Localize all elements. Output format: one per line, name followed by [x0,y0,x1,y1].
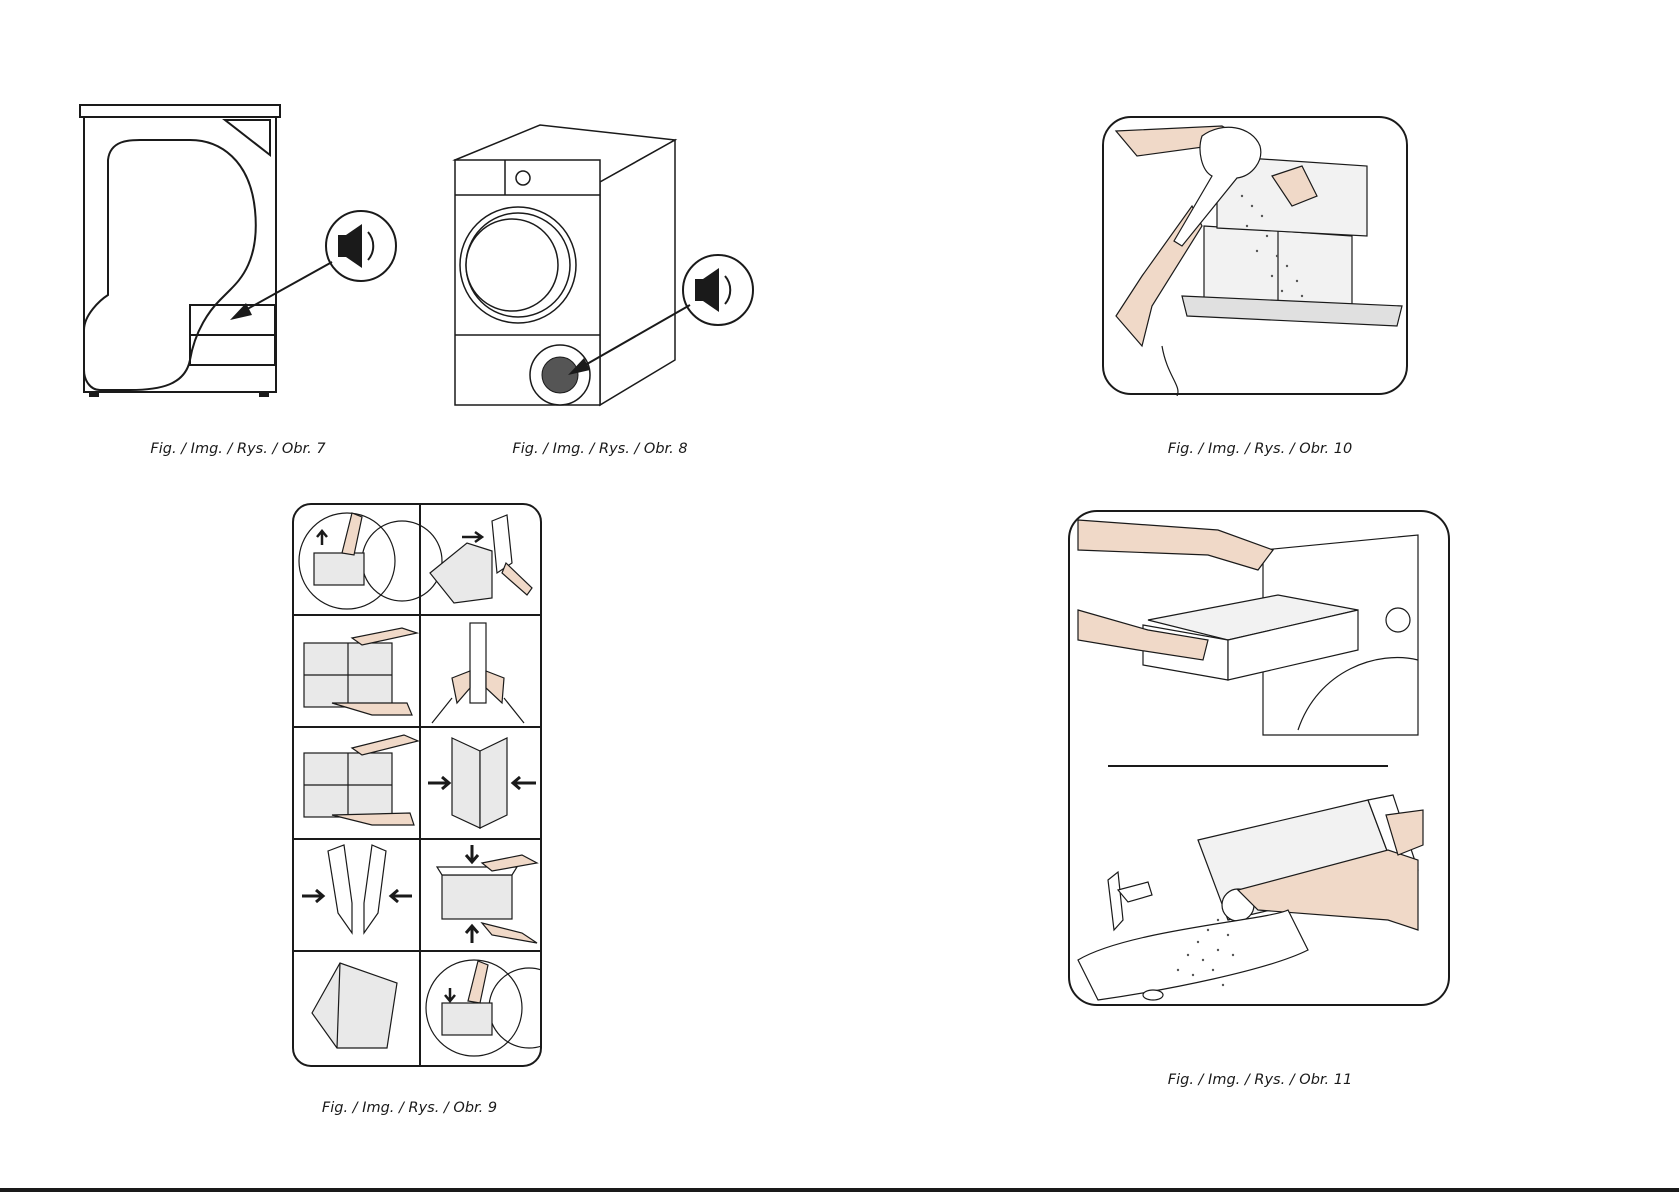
speaker-callout-8 [683,255,753,325]
figure-11-condenser-rinse [1068,510,1450,1006]
figure-10-rinse-filter [1102,116,1408,396]
page-bottom-rule [0,1188,1679,1192]
figure-8-dryer-front [450,120,760,410]
speaker-callout-7 [326,211,396,281]
figure-9-filter-steps [292,503,542,1067]
figure-7-dryer-back [70,100,410,410]
figure-7-caption: Fig. / Img. / Rys. / Obr. 7 [128,441,348,457]
figure-8-caption: Fig. / Img. / Rys. / Obr. 8 [490,441,710,457]
figure-10-caption: Fig. / Img. / Rys. / Obr. 10 [1150,441,1370,457]
figure-11-caption: Fig. / Img. / Rys. / Obr. 11 [1150,1072,1370,1088]
figure-9-caption: Fig. / Img. / Rys. / Obr. 9 [302,1100,517,1116]
